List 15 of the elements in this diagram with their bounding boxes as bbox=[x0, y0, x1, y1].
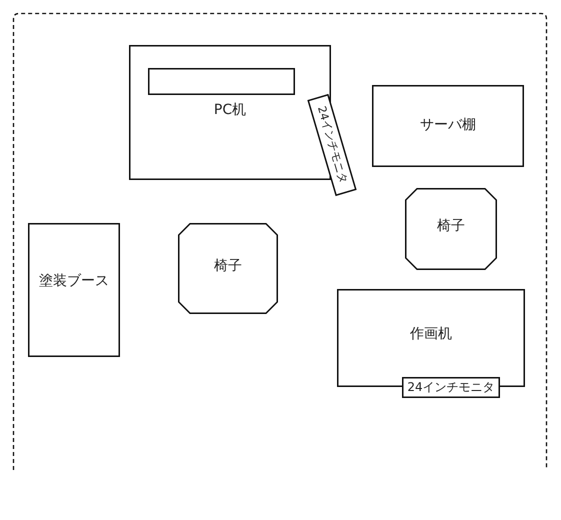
room-label: 椅子 bbox=[214, 257, 242, 276]
room-label: 24インチモニタ bbox=[314, 104, 351, 186]
room-label: サーバ棚 bbox=[420, 116, 476, 135]
room-label: 作画机 bbox=[410, 325, 452, 344]
chair-octagon bbox=[405, 188, 497, 270]
room-label: 塗装ブース bbox=[39, 272, 109, 291]
monitor-box bbox=[307, 94, 357, 196]
room-label: 椅子 bbox=[437, 217, 465, 236]
booth-box bbox=[28, 223, 120, 357]
room-label: PC机 bbox=[214, 101, 246, 120]
room-label: 24インチモニタ bbox=[407, 379, 495, 396]
room-outline bbox=[13, 13, 547, 470]
monitor-box bbox=[402, 377, 500, 398]
shelf-box bbox=[372, 85, 524, 167]
computer-box bbox=[148, 68, 295, 95]
